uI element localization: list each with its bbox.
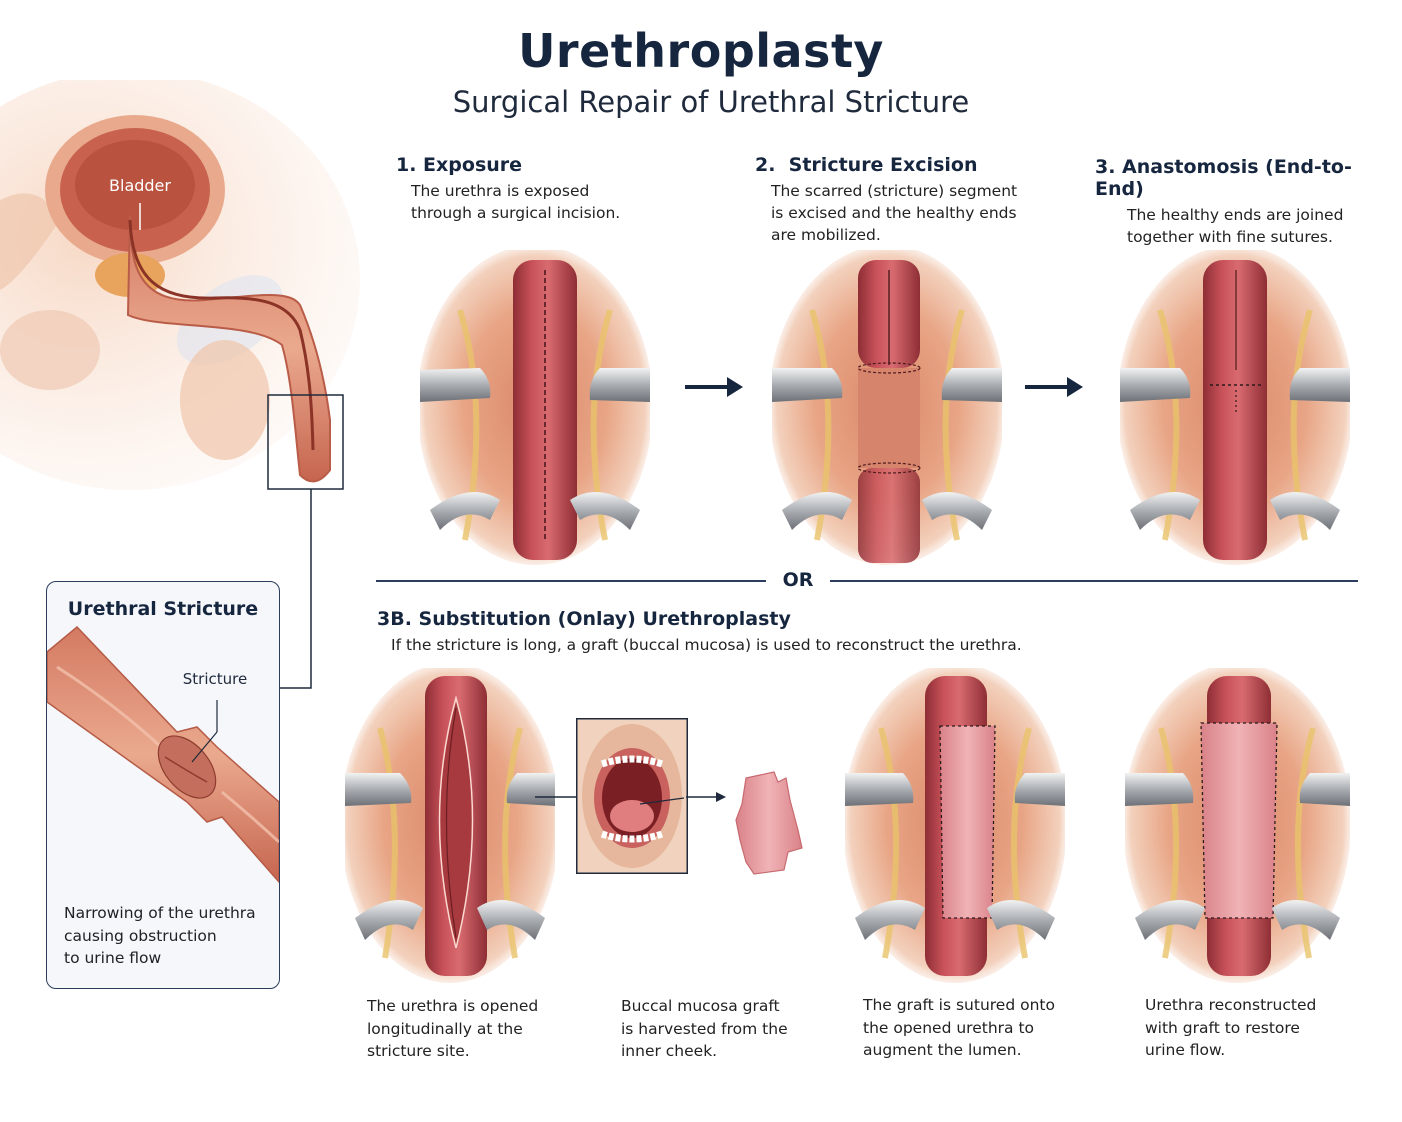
stricture-description: Narrowing of the urethra causing obstruc… xyxy=(64,904,256,967)
step-title: 2. Stricture Excision xyxy=(755,154,978,176)
step-exposure: 1. Exposure The urethra is exposed throu… xyxy=(396,154,716,224)
graft-sutured-view xyxy=(845,668,1065,983)
divider-line-right xyxy=(830,580,1358,582)
step-anastomosis: 3. Anastomosis (End-to-End) The healthy … xyxy=(1095,156,1395,248)
arrow-icon xyxy=(685,377,743,397)
bladder-shape xyxy=(45,115,225,265)
step-excision: 2. Stricture Excision The scarred (stric… xyxy=(755,154,1075,246)
anastomosis-surgical-view xyxy=(1120,250,1350,565)
caption-opened-urethra: The urethra is opened longitudinally at … xyxy=(367,997,539,1060)
connector-line xyxy=(278,489,312,689)
stricture-pointer-label: Stricture xyxy=(183,670,247,688)
excision-surgical-view xyxy=(772,250,1002,565)
page-subtitle: Surgical Repair of Urethral Stricture xyxy=(452,85,970,119)
mouth-connector-line xyxy=(535,796,580,798)
arrow-icon xyxy=(686,792,726,802)
opened-urethra-view xyxy=(345,668,555,983)
step-title: 1. Exposure xyxy=(396,154,523,176)
retractor-left xyxy=(420,368,491,402)
stricture-tube-illustration: Stricture xyxy=(47,625,279,884)
zoom-box xyxy=(267,394,344,490)
step-title: 3. Anastomosis (End-to-End) xyxy=(1095,156,1352,200)
caption-graft-harvest: Buccal mucosa graft is harvested from th… xyxy=(621,997,788,1060)
substitution-title: 3B. Substitution (Onlay) Urethroplasty xyxy=(377,608,791,630)
stricture-info-box: Urethral Stricture Stricture Narrowing o… xyxy=(46,581,280,989)
pelvic-anatomy-illustration: Bladder xyxy=(0,80,360,490)
reconstructed-urethra-view xyxy=(1125,668,1350,983)
caption-graft-sutured: The graft is sutured onto the opened ure… xyxy=(863,996,1055,1059)
stricture-box-title: Urethral Stricture xyxy=(67,598,259,620)
bladder-label: Bladder xyxy=(109,176,171,195)
page-title: Urethroplasty xyxy=(518,24,884,78)
caption-reconstructed: Urethra reconstructed with graft to rest… xyxy=(1145,996,1317,1059)
buccal-mucosa-mouth-inset xyxy=(576,718,688,874)
retractor-right xyxy=(589,368,650,402)
graft-piece xyxy=(735,771,803,875)
substitution-description: If the stricture is long, a graft (bucca… xyxy=(391,636,1022,654)
divider-or-label: OR xyxy=(782,569,814,591)
exposure-surgical-view xyxy=(420,250,650,565)
arrow-icon xyxy=(1025,377,1083,397)
divider-line-left xyxy=(376,580,766,582)
